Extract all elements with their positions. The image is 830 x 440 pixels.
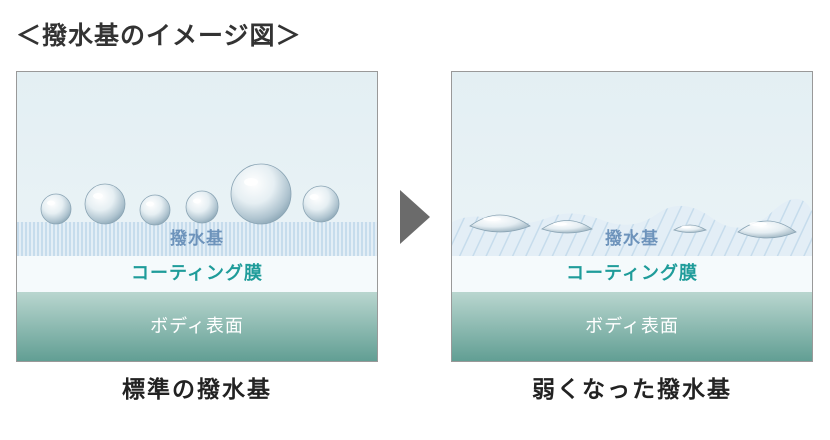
droplet (541, 220, 593, 234)
coating-film-label: コーティング膜 (566, 263, 698, 284)
droplet (139, 194, 171, 226)
droplet (230, 163, 292, 225)
droplet (469, 214, 531, 233)
flattened-water-droplets (469, 214, 797, 239)
body-surface-label: ボディ表面 (150, 316, 244, 337)
standard-diagram (17, 72, 377, 361)
droplet (40, 193, 72, 225)
weakened-hydrophobic-panel: 撥水基 コーティング膜 ボディ表面 (451, 71, 813, 362)
hydrophobic-layer (17, 222, 377, 256)
hydrophobic-group-label: 撥水基 (605, 229, 659, 249)
weakened-diagram (452, 72, 812, 361)
standard-caption: 標準の撥水基 (122, 377, 272, 403)
coating-layer (17, 256, 377, 292)
body-surface-label: ボディ表面 (585, 316, 679, 337)
coating-layer (452, 256, 812, 292)
body-surface-layer (17, 292, 377, 361)
hydrophobic-group-label: 撥水基 (170, 229, 224, 249)
transition-arrow-icon (400, 190, 430, 244)
body-surface-layer (452, 292, 812, 361)
droplet (185, 190, 219, 224)
page-title: ＜撥水基のイメージ図＞ (16, 21, 302, 50)
droplet (673, 224, 707, 233)
coating-film-label: コーティング膜 (131, 263, 263, 284)
water-droplets (40, 163, 340, 226)
degraded-hydrophobic-layer (452, 198, 812, 256)
droplet (84, 183, 126, 225)
droplet (737, 220, 797, 239)
standard-hydrophobic-panel: 撥水基 コーティング膜 ボディ表面 (16, 71, 378, 362)
weakened-caption: 弱くなった撥水基 (532, 377, 732, 403)
droplet (302, 185, 340, 223)
